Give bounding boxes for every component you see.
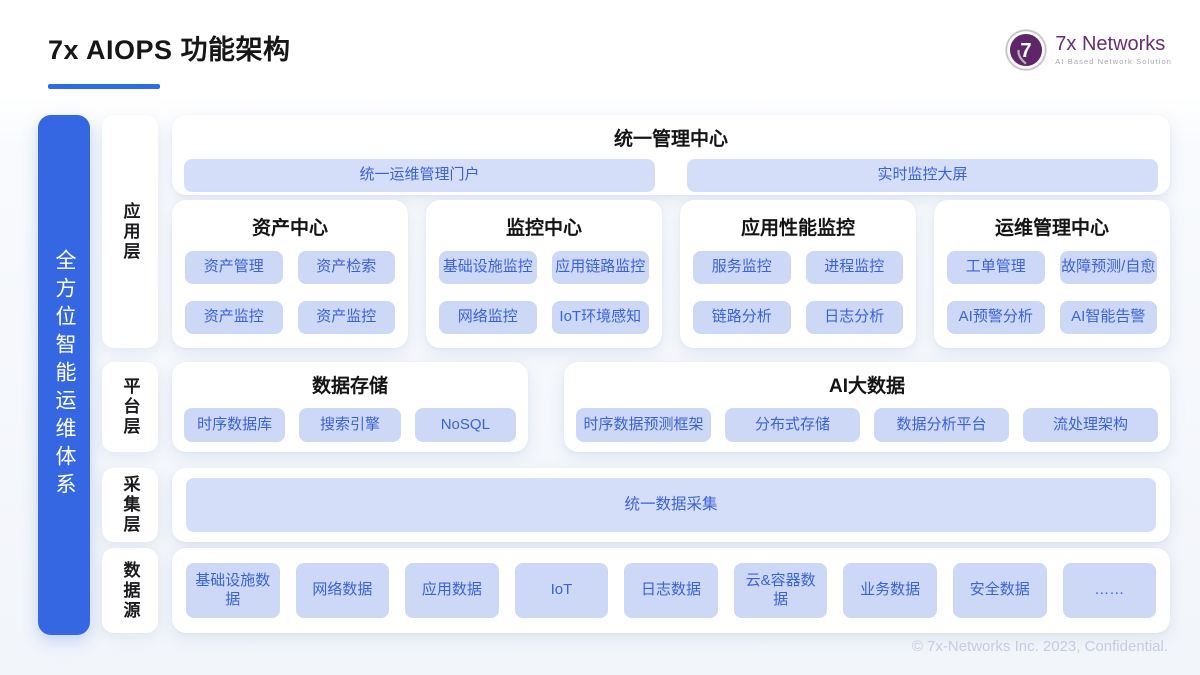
brand-text: 7x Networks AI Based Network Solution [1055,33,1172,67]
card-apm: 应用性能监控 服务监控 进程监控 链路分析 日志分析 [680,200,916,348]
chip: 资产管理 [185,251,283,284]
card-data-storage: 数据存储 时序数据库 搜索引擎 NoSQL [172,362,528,452]
layer-label-application: 应用层 [102,115,158,348]
chip: 数据分析平台 [874,408,1009,442]
card-ops-management: 运维管理中心 工单管理 故障预测/自愈 AI预警分析 AI智能告警 [934,200,1170,348]
brand-tagline: AI Based Network Solution [1055,57,1172,66]
chip-monitor-screen: 实时监控大屏 [687,159,1158,192]
chip: 应用链路监控 [551,251,649,284]
chip-source: 基础设施数据 [186,563,280,618]
chip: 搜索引擎 [299,408,401,442]
chip: 日志分析 [805,301,903,334]
page-title: 7x AIOPS 功能架构 [48,35,291,65]
card-title: 统一管理中心 [613,129,728,150]
chip: 进程监控 [805,251,903,284]
chip-source: 日志数据 [624,563,718,618]
chip-source: 业务数据 [843,563,937,618]
copyright-notice: © 7x-Networks Inc. 2023, Confidential. [911,638,1168,655]
chip: 故障预测/自愈 [1059,251,1157,284]
card-title: 数据存储 [311,376,388,397]
chip: 链路分析 [693,301,791,334]
card-title: 监控中心 [505,218,582,239]
side-banner: 全方位智能运维体系 [38,115,90,635]
card-data-sources: 基础设施数据 网络数据 应用数据 IoT 日志数据 云&容器数据 业务数据 安全… [172,548,1170,633]
chip-source: 云&容器数据 [733,563,828,618]
brand-logo-icon: 7 [1005,28,1048,72]
card-title: 运维管理中心 [994,218,1109,239]
svg-text:7: 7 [1021,40,1032,62]
title-underline [48,84,160,89]
chip: 资产监控 [297,301,395,334]
chip: 时序数据库 [184,408,286,442]
card-monitor-center: 监控中心 基础设施监控 应用链路监控 网络监控 IoT环境感知 [426,200,662,348]
brand-logo: 7 7x Networks AI Based Network Solution [1004,28,1172,72]
card-asset-center: 资产中心 资产管理 资产检索 资产监控 资产监控 [172,200,408,348]
management-items: 统一运维管理门户 实时监控大屏 [172,159,1170,192]
chip: IoT环境感知 [551,301,649,334]
layer-label-platform: 平台层 [102,362,158,452]
application-layer-row: 资产中心 资产管理 资产检索 资产监控 资产监控 监控中心 基础设施监控 应用链… [172,200,1170,348]
chip: 分布式存储 [725,408,860,442]
chip: 基础设施监控 [439,251,537,284]
chip: 服务监控 [693,251,791,284]
card-management-center: 统一管理中心 统一运维管理门户 实时监控大屏 [172,115,1170,195]
chip: 资产监控 [185,301,283,334]
chip: AI智能告警 [1059,301,1157,334]
chip-source: IoT [514,563,609,618]
chip-source: 安全数据 [952,563,1047,618]
card-ai-bigdata: AI大数据 时序数据预测框架 分布式存储 数据分析平台 流处理架构 [564,362,1170,452]
card-data-collection: 统一数据采集 [172,468,1170,542]
chip-unified-collection: 统一数据采集 [186,478,1156,532]
chip-ops-portal: 统一运维管理门户 [184,159,655,192]
chip: 时序数据预测框架 [576,408,711,442]
side-banner-label: 全方位智能运维体系 [53,249,76,501]
chip: AI预警分析 [947,301,1045,334]
card-title: 应用性能监控 [740,218,855,239]
card-title: AI大数据 [828,376,905,397]
chip: NoSQL [414,408,516,442]
chip: 流处理架构 [1023,408,1158,442]
layer-label-collection: 采集层 [102,468,158,542]
layer-label-datasource: 数据源 [102,548,158,633]
brand-name: 7x Networks [1055,33,1166,55]
chip: 资产检索 [297,251,395,284]
chip: 网络监控 [439,301,537,334]
chip-source: 应用数据 [405,563,499,618]
chip-source: …… [1062,563,1157,618]
card-title: 资产中心 [251,218,328,239]
chip: 工单管理 [947,251,1045,284]
chip-source: 网络数据 [295,563,390,618]
platform-layer-row: 数据存储 时序数据库 搜索引擎 NoSQL AI大数据 时序数据预测框架 分布式… [172,362,1170,452]
